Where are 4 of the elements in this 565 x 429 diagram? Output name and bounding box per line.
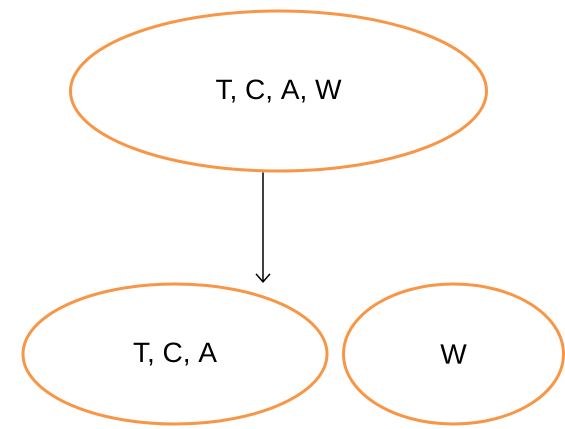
ellipse-node: T, C, A	[22, 282, 328, 426]
ellipse-node: T, C, A, W	[69, 10, 488, 172]
arrow	[255, 172, 271, 283]
ellipse-node: W	[342, 282, 565, 426]
